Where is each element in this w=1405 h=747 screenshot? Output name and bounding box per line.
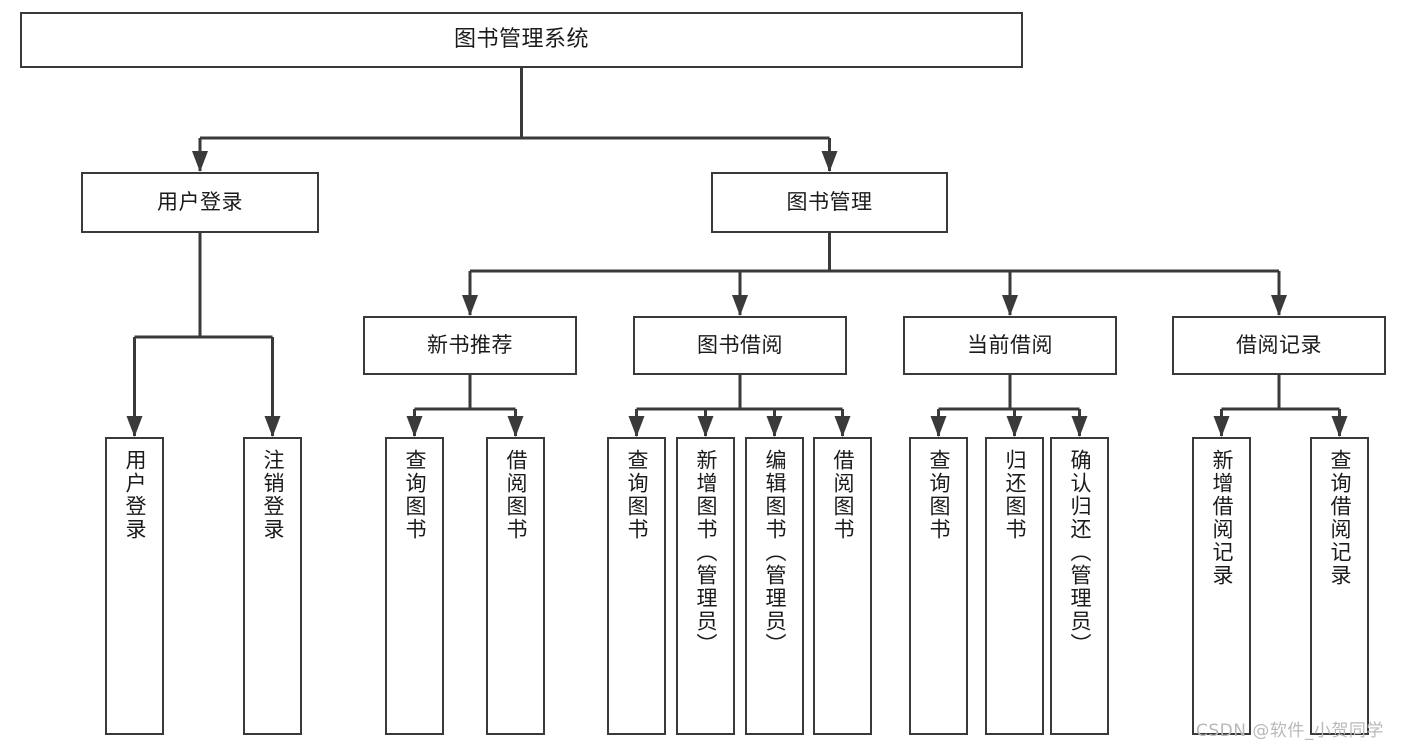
node-label-leaf-query-book-2: 查询图书	[625, 449, 649, 541]
node-label-leaf-query-book-1: 查询图书	[403, 449, 427, 541]
node-label-leaf-borrow-book-1: 借阅图书	[504, 449, 528, 541]
arrowhead-current-borrow	[1002, 295, 1018, 316]
arrowhead-leaf-confirm-ret	[1071, 416, 1088, 437]
node-leaf-user-logout[interactable]: 注销登录	[243, 437, 302, 735]
arrowhead-leaf-borrow-book-2	[834, 416, 851, 437]
arrowhead-leaf-return-book	[1006, 416, 1023, 437]
node-leaf-edit-book[interactable]: 编辑图书（管理员）	[745, 437, 804, 735]
node-leaf-confirm-ret[interactable]: 确认归还（管理员）	[1050, 437, 1109, 735]
node-leaf-borrow-book-2[interactable]: 借阅图书	[813, 437, 872, 735]
node-label-leaf-add-book: 新增图书（管理员）	[694, 449, 718, 656]
arrowhead-book-manage	[821, 151, 838, 172]
node-label-leaf-borrow-book-2: 借阅图书	[831, 449, 855, 541]
node-label-leaf-confirm-ret: 确认归还（管理员）	[1068, 449, 1092, 656]
node-leaf-query-book-3[interactable]: 查询图书	[909, 437, 968, 735]
arrowhead-leaf-query-book-3	[930, 416, 947, 437]
arrowhead-leaf-query-record	[1331, 416, 1348, 437]
node-book-borrow[interactable]: 图书借阅	[633, 316, 847, 375]
node-user-login[interactable]: 用户登录	[81, 172, 319, 233]
node-leaf-query-record[interactable]: 查询借阅记录	[1310, 437, 1369, 735]
node-label-borrow-record: 借阅记录	[1236, 333, 1322, 358]
node-new-book-rec[interactable]: 新书推荐	[363, 316, 577, 375]
node-leaf-query-book-2[interactable]: 查询图书	[607, 437, 666, 735]
node-label-leaf-add-record: 新增借阅记录	[1210, 449, 1234, 587]
arrowhead-leaf-add-record	[1213, 416, 1230, 437]
node-root[interactable]: 图书管理系统	[20, 12, 1023, 68]
arrowhead-book-borrow	[732, 295, 748, 316]
arrowhead-leaf-query-book-2	[628, 416, 645, 437]
node-label-current-borrow: 当前借阅	[967, 333, 1053, 358]
arrowhead-leaf-borrow-book-1	[507, 416, 524, 437]
node-label-book-borrow: 图书借阅	[697, 333, 783, 358]
arrowhead-leaf-add-book	[697, 416, 714, 437]
node-book-manage[interactable]: 图书管理	[711, 172, 948, 233]
arrowhead-leaf-edit-book	[766, 416, 783, 437]
node-leaf-return-book[interactable]: 归还图书	[985, 437, 1044, 735]
node-label-root: 图书管理系统	[453, 27, 589, 53]
node-leaf-add-book[interactable]: 新增图书（管理员）	[676, 437, 735, 735]
node-label-leaf-user-logout: 注销登录	[261, 449, 285, 541]
node-current-borrow[interactable]: 当前借阅	[903, 316, 1117, 375]
node-label-user-login: 用户登录	[157, 190, 243, 215]
arrowhead-borrow-record	[1271, 295, 1287, 316]
node-label-leaf-edit-book: 编辑图书（管理员）	[763, 449, 787, 656]
node-label-new-book-rec: 新书推荐	[427, 333, 513, 358]
node-label-leaf-query-record: 查询借阅记录	[1328, 449, 1352, 587]
node-label-book-manage: 图书管理	[786, 190, 873, 215]
arrowhead-user-login	[192, 151, 208, 172]
arrowhead-leaf-user-logout	[264, 416, 281, 437]
node-borrow-record[interactable]: 借阅记录	[1172, 316, 1386, 375]
node-label-leaf-user-login: 用户登录	[123, 449, 147, 541]
node-leaf-borrow-book-1[interactable]: 借阅图书	[486, 437, 545, 735]
node-leaf-add-record[interactable]: 新增借阅记录	[1192, 437, 1251, 735]
arrowhead-new-book-rec	[462, 295, 478, 316]
arrowhead-leaf-query-book-1	[406, 416, 423, 437]
csdn-watermark: CSDN @软件_小贺同学	[1196, 721, 1384, 741]
node-leaf-query-book-1[interactable]: 查询图书	[385, 437, 444, 735]
node-leaf-user-login[interactable]: 用户登录	[105, 437, 164, 735]
node-label-leaf-return-book: 归还图书	[1003, 449, 1027, 541]
arrowhead-leaf-user-login	[126, 416, 143, 437]
node-label-leaf-query-book-3: 查询图书	[927, 449, 951, 541]
